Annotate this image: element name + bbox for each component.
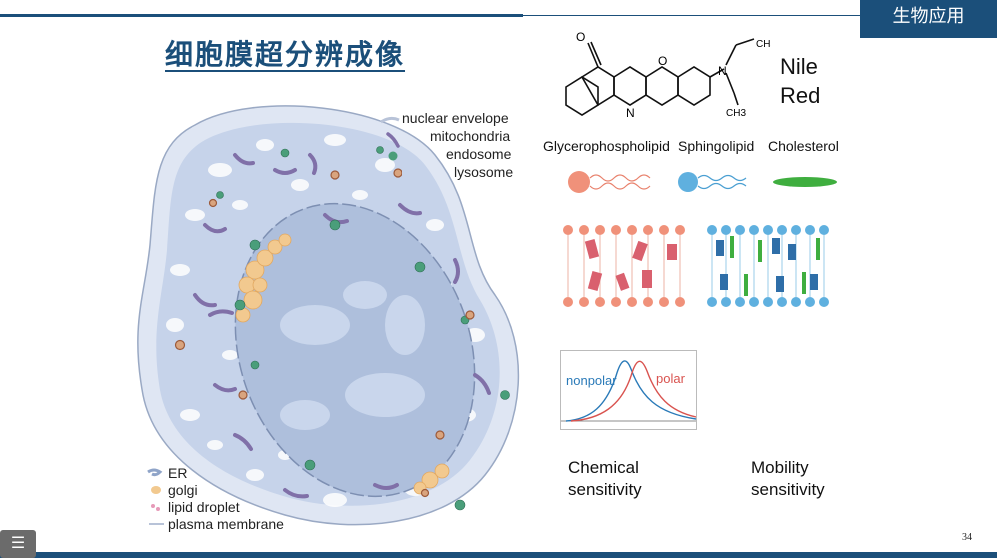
list-menu-icon: ☰ [10, 535, 26, 552]
footer-bar [0, 552, 997, 558]
svg-text:CH3: CH3 [726, 108, 746, 119]
sphingolipid-icon [678, 172, 747, 192]
nuclear-envelope-icon [380, 116, 400, 124]
svg-text:N: N [718, 64, 727, 78]
er-icon [147, 468, 163, 477]
legend-golgi: golgi [168, 482, 198, 498]
menu-button[interactable]: ☰ [0, 530, 36, 558]
svg-text:N: N [626, 106, 635, 120]
golgi-icon [151, 486, 161, 494]
mobility-sensitivity-caption-line2: sensitivity [751, 480, 825, 499]
page-number: 34 [962, 532, 972, 543]
svg-text:CH3: CH3 [756, 39, 771, 50]
cell-legend-bottom-icons [147, 468, 164, 525]
header-rule-light [523, 15, 860, 16]
mitochondria-icon [386, 132, 400, 148]
legend-plasma-membrane: plasma membrane [168, 516, 284, 532]
lipid-droplet-icon [151, 504, 160, 511]
nile-red-structure: O O N N CH3 CH3 [565, 30, 771, 120]
emission-spectra-chart: nonpolar polar [560, 350, 697, 430]
section-tag: 生物应用 [860, 0, 997, 38]
cholesterol-icon [773, 177, 837, 187]
svg-text:O: O [576, 30, 585, 44]
mobility-sensitivity-caption-line1: Mobility [751, 458, 809, 477]
legend-mitochondria: mitochondria [430, 128, 511, 144]
glycerophospholipid-icon [568, 171, 651, 193]
slide-title: 细胞膜超分辨成像 [165, 38, 406, 71]
label-cholesterol: Cholesterol [768, 138, 839, 154]
legend-lysosome: lysosome [454, 164, 514, 180]
legend-lipid-droplet: lipid droplet [168, 499, 240, 515]
endosome-icon [388, 151, 398, 161]
cell-legend-top-icons [380, 116, 402, 178]
lysosome-icon [393, 168, 402, 178]
polar-label: polar [656, 371, 685, 386]
spectra-plot [561, 360, 697, 422]
label-glycerophospholipid: Glycerophospholipid [543, 138, 670, 154]
cell-illustration [137, 105, 520, 526]
legend-endosome: endosome [446, 146, 512, 162]
nonpolar-curve [565, 360, 697, 422]
chemical-sensitivity-caption-line2: sensitivity [568, 480, 642, 499]
chemical-sensitivity-caption-line1: Chemical [568, 458, 639, 477]
legend-er: ER [168, 465, 188, 481]
label-sphingolipid: Sphingolipid [678, 138, 755, 154]
glycerophospholipid-bilayer [563, 225, 685, 307]
sphingolipid-bilayer [707, 225, 829, 307]
nile-red-label-line2: Red [780, 83, 821, 108]
header-rule-dark [0, 14, 523, 17]
svg-text:O: O [658, 54, 667, 68]
legend-nuclear-envelope: nuclear envelope [402, 110, 509, 126]
polar-curve [570, 360, 697, 422]
nonpolar-label: nonpolar [566, 373, 617, 388]
nile-red-label-line1: Nile [780, 54, 818, 79]
lipid-icons [568, 171, 837, 193]
